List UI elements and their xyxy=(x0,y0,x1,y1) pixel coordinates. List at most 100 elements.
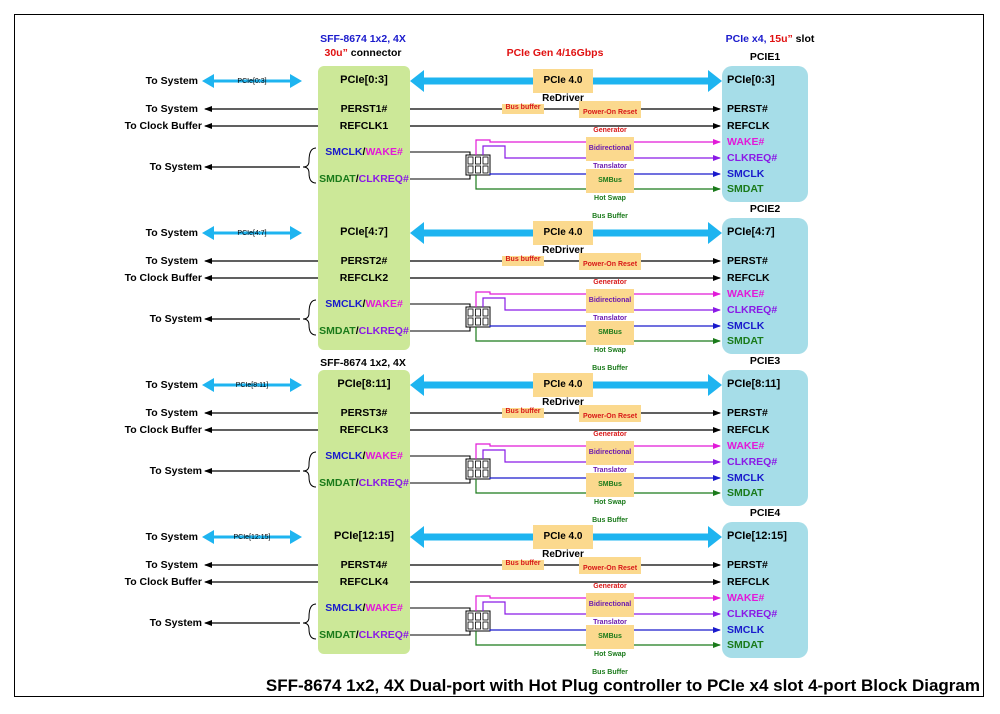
port1-bus-buffer: Bus buffer xyxy=(502,104,544,114)
port2-conn-slash1: / xyxy=(362,298,366,310)
port2-slot-refclk: REFCLK xyxy=(727,272,770,284)
connector-box-bottom xyxy=(318,370,410,654)
port2-smbus-line2: Hot Swap xyxy=(594,347,626,354)
port3-conn-smdat: SMDAT xyxy=(319,477,356,489)
port3-conn-slash1: / xyxy=(362,450,366,462)
port2-smdat-clkreq-line xyxy=(410,327,471,332)
port4-smbus-line3: Bus Buffer xyxy=(592,669,628,676)
port2-smclk-line xyxy=(489,323,721,329)
connector-title-line2: 30u” connector xyxy=(305,47,421,59)
port3-slot-refclk: REFCLK xyxy=(727,424,770,436)
port4-switch-pin xyxy=(475,612,481,621)
port2-slot-smclk: SMCLK xyxy=(727,320,765,332)
port3-switch-pin xyxy=(482,469,489,478)
port2-to-clock-buffer: To Clock Buffer xyxy=(124,272,202,284)
port2-slot-box xyxy=(722,218,808,354)
port2-conn-smclk-wake: SMCLK/WAKE# xyxy=(318,298,410,310)
port3-conn-smdat-clkreq: SMDAT/CLKREQ# xyxy=(318,477,410,489)
port3-slot-smclk: SMCLK xyxy=(727,472,765,484)
port1-smbus-brace xyxy=(302,147,317,184)
port3-system-bus-label: PCIe[8:11] xyxy=(235,382,269,389)
port3-switch-pin xyxy=(475,469,481,478)
port1-slot-clkreq: CLKREQ# xyxy=(727,152,778,164)
port4-slot-name: PCIE4 xyxy=(749,507,781,519)
port3-conn-smclk-wake: SMCLK/WAKE# xyxy=(318,450,410,462)
port1-smbus-line2: Hot Swap xyxy=(594,195,626,202)
port2-switch-pin xyxy=(482,317,489,326)
port3-redriver-line1: PCIe 4.0 xyxy=(543,379,583,390)
port1-slot-box xyxy=(722,66,808,202)
port4-conn-lane: PCIe[12:15] xyxy=(334,530,394,542)
port3-switch-pin xyxy=(482,460,489,469)
port2-slot-smdat: SMDAT xyxy=(727,335,764,347)
port1-switch-pin xyxy=(475,156,481,165)
port3-conn-perst: PERST3# xyxy=(340,407,388,419)
port4-slot-smclk: SMCLK xyxy=(727,624,765,636)
port4-bus-buffer: Bus buffer xyxy=(502,560,544,570)
port4-conn-refclk: REFCLK4 xyxy=(339,576,389,588)
port4-smbus-line1: SMBus xyxy=(598,633,622,640)
port2-redriver-line1: PCIe 4.0 xyxy=(543,227,583,238)
port3-conn-wake: WAKE# xyxy=(365,450,403,462)
port1-switch-pin xyxy=(467,156,474,165)
port1-smbus-line3: Bus Buffer xyxy=(592,213,628,220)
port1-system-bus-label: PCIe[0:3] xyxy=(237,78,267,85)
port4-switch-pin xyxy=(467,612,474,621)
port3-smclk-line xyxy=(489,475,721,481)
port3-slot-clkreq: CLKREQ# xyxy=(727,456,778,468)
port4-smclk-line xyxy=(489,627,721,633)
port2-to-system-perst: To System xyxy=(145,255,198,267)
port2-slot-perst: PERST# xyxy=(727,255,768,267)
connector-title-connector: connector xyxy=(347,47,402,59)
port3-slot-lane: PCIe[8:11] xyxy=(727,378,781,390)
port4-smbus-brace xyxy=(302,603,317,640)
port3-to-clock-buffer: To Clock Buffer xyxy=(124,424,202,436)
port1-conn-smclk: SMCLK xyxy=(325,146,363,158)
port3-smdat-line xyxy=(475,479,721,496)
port4-smclk-wake-line xyxy=(410,607,471,611)
port1-por-line2: Generator xyxy=(593,127,627,134)
port2-redriver-line2: ReDriver xyxy=(542,245,584,256)
port1-wake-line xyxy=(475,139,721,155)
port3-smbus-line1: SMBus xyxy=(598,481,622,488)
port3-slot-wake: WAKE# xyxy=(727,440,765,452)
port4-to-clock-buffer: To Clock Buffer xyxy=(124,576,202,588)
port1-bidir-line1: Bidirectional xyxy=(588,145,632,152)
port3-redriver-line2: ReDriver xyxy=(542,397,584,408)
port3-smbus-line3: Bus Buffer xyxy=(592,517,628,524)
port2-bus-buffer: Bus buffer xyxy=(502,256,544,266)
port2-bidir-translator: BidirectionalTranslatorBus buffer xyxy=(586,289,634,340)
port1-slot-lane: PCIe[0:3] xyxy=(727,74,775,86)
port2-switch-pin xyxy=(467,308,474,317)
port3-switch-pin xyxy=(475,460,481,469)
port4-slot-refclk: REFCLK xyxy=(727,576,770,588)
slot-title-part-c: slot xyxy=(792,33,815,45)
diagram-frame xyxy=(14,14,984,697)
port2-to-system-lanes: To System xyxy=(145,227,198,239)
port1-slot-smclk: SMCLK xyxy=(727,168,765,180)
port3-smbus-line2: Hot Swap xyxy=(594,499,626,506)
port2-system-lane-arrow xyxy=(202,226,302,240)
port1-por-line1: Power-On Reset xyxy=(582,109,638,116)
port1-system-lane-arrow xyxy=(202,74,302,88)
port4-wake-line xyxy=(475,595,721,611)
port3-clkreq-line xyxy=(482,449,721,465)
port4-conn-slash2: / xyxy=(355,629,359,641)
port3-smclk-wake-line xyxy=(410,455,471,459)
port3-conn-smclk: SMCLK xyxy=(325,450,363,462)
port1-slot-name: PCIE1 xyxy=(749,51,781,63)
port3-conn-lane: PCIe[8:11] xyxy=(337,378,391,390)
port3-conn-refclk: REFCLK3 xyxy=(339,424,389,436)
port2-switch-pin xyxy=(475,317,481,326)
port1-redriver-line2: ReDriver xyxy=(542,93,584,104)
port1-slot-wake: WAKE# xyxy=(727,136,765,148)
port1-to-system-lanes: To System xyxy=(145,75,198,87)
port3-to-system-lanes: To System xyxy=(145,379,198,391)
port1-slot-refclk: REFCLK xyxy=(727,120,770,132)
port2-switch-pin xyxy=(482,308,489,317)
